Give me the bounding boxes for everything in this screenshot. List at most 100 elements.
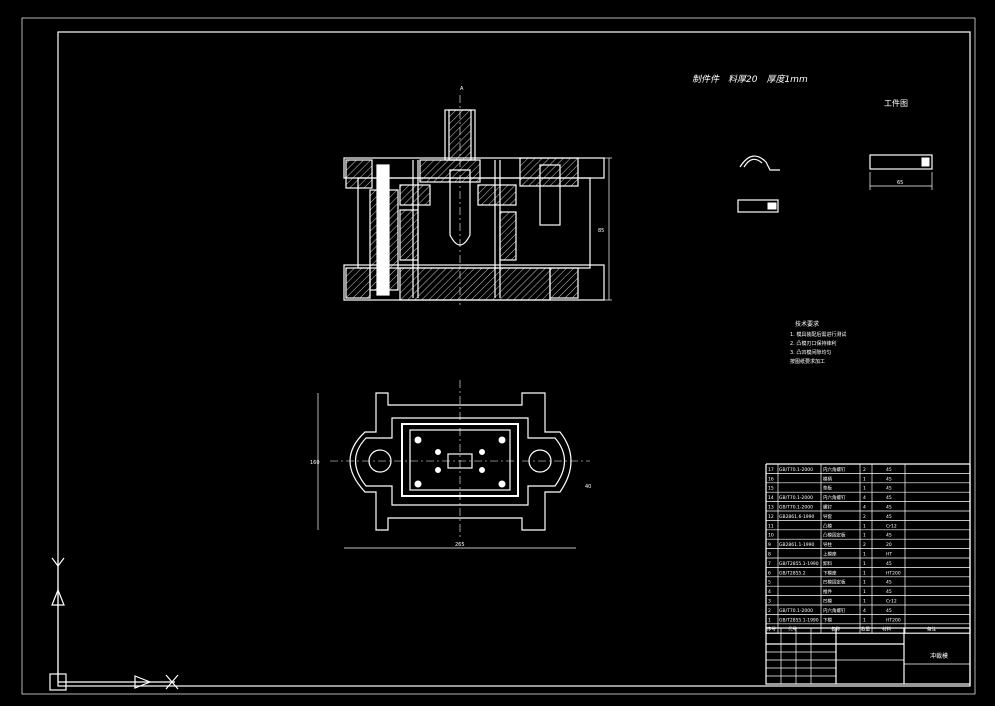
bom-no: 15 <box>768 486 774 492</box>
dim-plan-side: 40 <box>585 484 591 490</box>
bom-qty: 1 <box>863 523 866 529</box>
bom-no: 17 <box>768 467 774 473</box>
bom-mat: 20 <box>886 542 892 548</box>
part-views: 65 <box>737 154 933 213</box>
bom-qty: 1 <box>863 599 866 605</box>
svg-text:3. 凸凹模间隙均匀: 3. 凸凹模间隙均匀 <box>790 349 831 356</box>
bom-no: 16 <box>768 476 774 482</box>
bom-qty: 1 <box>863 533 866 539</box>
bom-no: 6 <box>768 570 771 576</box>
bom-mat: 45 <box>886 476 892 482</box>
bom-qty: 2 <box>863 514 866 520</box>
bom-name: 模柄 <box>823 475 832 482</box>
bom-name: 导套 <box>823 513 832 520</box>
drawing-name: 冲裁模 <box>930 652 948 660</box>
bom-name: 凸模 <box>823 522 832 529</box>
bom-qty: 1 <box>863 476 866 482</box>
bom-mat: HT200 <box>886 570 901 576</box>
bom-name: 内六角螺钉 <box>823 494 846 501</box>
bom-std: GB/T70.1-2000 <box>779 467 813 473</box>
svg-text:1. 模具装配后需进行测试: 1. 模具装配后需进行测试 <box>790 331 846 338</box>
bom-mat: HT200 <box>886 617 901 623</box>
title-note: 制件件 料厚20 厚度1mm <box>692 74 808 85</box>
bom-name: 凹模 <box>823 598 832 605</box>
bom-qty: 1 <box>863 570 866 576</box>
bom-name: 下模 <box>823 616 832 623</box>
tech-requirements: 技术要求 1. 模具装配后需进行测试 2. 凸模刃口保持锋利 3. 凸凹模间隙均… <box>790 320 846 365</box>
bom-header-note: 备注 <box>927 626 936 633</box>
top-label: A <box>460 86 464 92</box>
bom-qty: 1 <box>863 552 866 558</box>
bom-mat: Cr12 <box>886 523 897 529</box>
bom-mat: 45 <box>886 533 892 539</box>
bom-mat: 45 <box>886 608 892 614</box>
svg-text:按图纸要求加工: 按图纸要求加工 <box>790 358 825 365</box>
bom-qty: 1 <box>863 561 866 567</box>
ucs-icon <box>49 557 179 691</box>
bom-mat: HT <box>886 552 892 558</box>
dim-part-length: 65 <box>897 180 903 186</box>
bom-name: 内六角螺钉 <box>823 607 846 614</box>
bom-std: GB/T2855.2 <box>779 570 806 576</box>
bom-no: 14 <box>768 495 774 501</box>
bom-header-no: 序号 <box>767 626 776 633</box>
dim-height: 85 <box>598 228 604 234</box>
bom-name: 垫板 <box>823 485 832 492</box>
bom-no: 8 <box>768 552 771 558</box>
dim-plan-height: 160 <box>310 460 320 466</box>
bom-no: 12 <box>768 514 774 520</box>
bom-no: 10 <box>768 533 774 539</box>
bom-std: GB/T70.1-2000 <box>779 608 813 614</box>
svg-text:2. 凸模刃口保持锋利: 2. 凸模刃口保持锋利 <box>790 340 836 347</box>
bom-name: 导柱 <box>823 541 832 548</box>
bom-qty: 4 <box>863 505 866 511</box>
bom-no: 4 <box>768 589 771 595</box>
bom-header-qty: 数量 <box>861 626 870 633</box>
tech-heading: 技术要求 <box>795 320 819 328</box>
bom-name: 推件 <box>823 588 832 595</box>
bom-mat: 45 <box>886 561 892 567</box>
bom-std: GB/T2855.1-1990 <box>779 561 819 567</box>
bom-std: GB/T70.1-2000 <box>779 505 813 511</box>
bom-mat: 45 <box>886 514 892 520</box>
plan-view: 265 160 40 <box>310 380 591 549</box>
bom-std: GB2861.6-1990 <box>779 514 815 520</box>
bom-qty: 2 <box>863 467 866 473</box>
bom-no: 9 <box>768 542 771 548</box>
bom-std: GB/T70.1-2000 <box>779 495 813 501</box>
bom-name: 上模座 <box>823 551 837 558</box>
bom-qty: 1 <box>863 486 866 492</box>
bom-qty: 1 <box>863 580 866 586</box>
bom-no: 11 <box>768 523 774 529</box>
bom-mat: 45 <box>886 580 892 586</box>
bom-mat: 45 <box>886 467 892 473</box>
part-label: 工件图 <box>884 98 908 108</box>
bom-qty: 1 <box>863 617 866 623</box>
bom-std: GB/T2855.1-1990 <box>779 617 819 623</box>
front-section-view: A 85 <box>343 86 612 305</box>
bom-no: 1 <box>768 617 771 623</box>
title-block: 冲裁模 <box>765 627 971 685</box>
bom-mat: 45 <box>886 486 892 492</box>
bom-qty: 4 <box>863 495 866 501</box>
bom-name: 下模座 <box>823 569 837 576</box>
bom-qty: 2 <box>863 542 866 548</box>
bom-name: 凹模固定板 <box>823 579 846 586</box>
bom-mat: 45 <box>886 495 892 501</box>
inner-frame <box>57 31 971 687</box>
bom-no: 5 <box>768 580 771 586</box>
bom-qty: 1 <box>863 589 866 595</box>
bom-no: 3 <box>768 599 771 605</box>
bom-name: 凸模固定板 <box>823 532 846 539</box>
bom-name: 内六角螺钉 <box>823 466 846 473</box>
bom-no: 7 <box>768 561 771 567</box>
bom-header-std: 代号 <box>788 626 797 633</box>
bom-mat: 45 <box>886 589 892 595</box>
bom-no: 13 <box>768 505 774 511</box>
bom-name: 卸料 <box>823 560 832 567</box>
bom-qty: 4 <box>863 608 866 614</box>
dim-plan-width: 265 <box>455 542 465 548</box>
bom-header-mat: 材料 <box>882 626 891 633</box>
